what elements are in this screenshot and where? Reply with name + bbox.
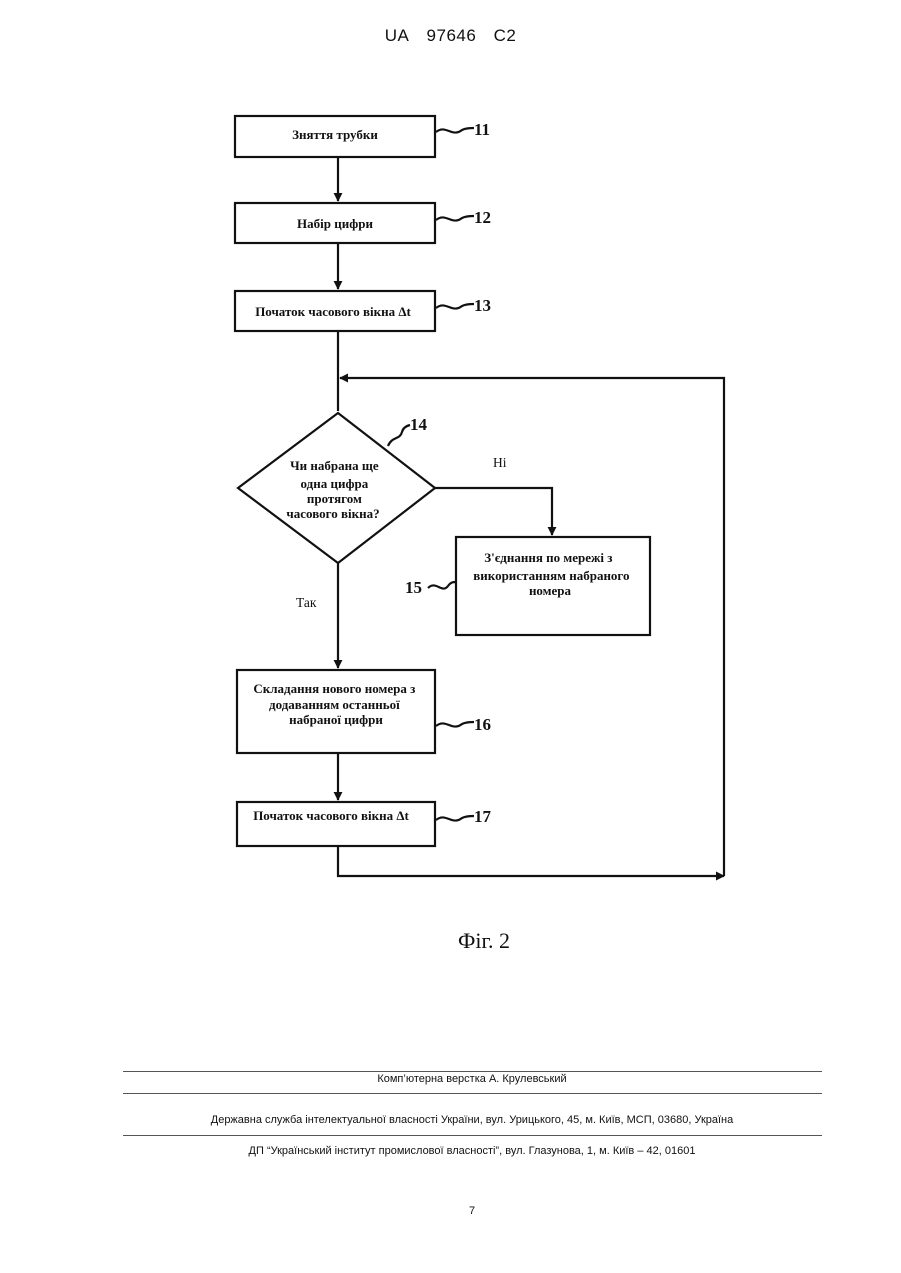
branch-label-yes: Так bbox=[296, 595, 317, 610]
box-12-text: Набір цифри bbox=[297, 216, 373, 231]
ref-15: 15 bbox=[405, 578, 422, 597]
leader-15 bbox=[428, 582, 456, 589]
ref-17: 17 bbox=[474, 807, 492, 826]
connector-no-branch bbox=[435, 488, 552, 535]
leader-11 bbox=[436, 128, 474, 133]
branch-label-no: Ні bbox=[493, 455, 507, 470]
footer-institute: ДП “Український інститут промислової вла… bbox=[0, 1145, 901, 1157]
ref-14: 14 bbox=[410, 415, 428, 434]
connector-loop-out bbox=[338, 846, 724, 876]
footer-rule-middle bbox=[123, 1093, 822, 1094]
box-13-text: Початок часового вікна Δt bbox=[255, 304, 411, 319]
ref-13: 13 bbox=[474, 296, 491, 315]
footer-rule-bottom bbox=[123, 1135, 822, 1136]
footer-agency: Державна служба інтелектуальної власност… bbox=[0, 1114, 901, 1126]
box-11-text: Зняття трубки bbox=[292, 127, 378, 142]
box-17-text: Початок часового вікна Δt bbox=[253, 808, 409, 823]
figure-caption: Фіг. 2 bbox=[0, 928, 901, 954]
ref-16: 16 bbox=[474, 715, 491, 734]
decision-14-text: Чи набрана ще одна цифра протягом часово… bbox=[286, 458, 381, 521]
leader-13 bbox=[436, 304, 474, 309]
footer-typesetting: Комп’ютерна верстка А. Крулевський bbox=[0, 1073, 901, 1085]
box-16-text: Складання нового номера з додаванням ост… bbox=[253, 681, 418, 727]
footer-rule-top bbox=[123, 1071, 822, 1072]
leader-17 bbox=[436, 816, 474, 821]
leader-16 bbox=[436, 722, 474, 727]
leader-12 bbox=[436, 216, 474, 221]
leader-14 bbox=[388, 425, 410, 446]
ref-11: 11 bbox=[474, 120, 490, 139]
page-number: 7 bbox=[0, 1205, 901, 1217]
box-15-text: З'єднання по мережі з використанням набр… bbox=[473, 550, 633, 598]
ref-12: 12 bbox=[474, 208, 491, 227]
